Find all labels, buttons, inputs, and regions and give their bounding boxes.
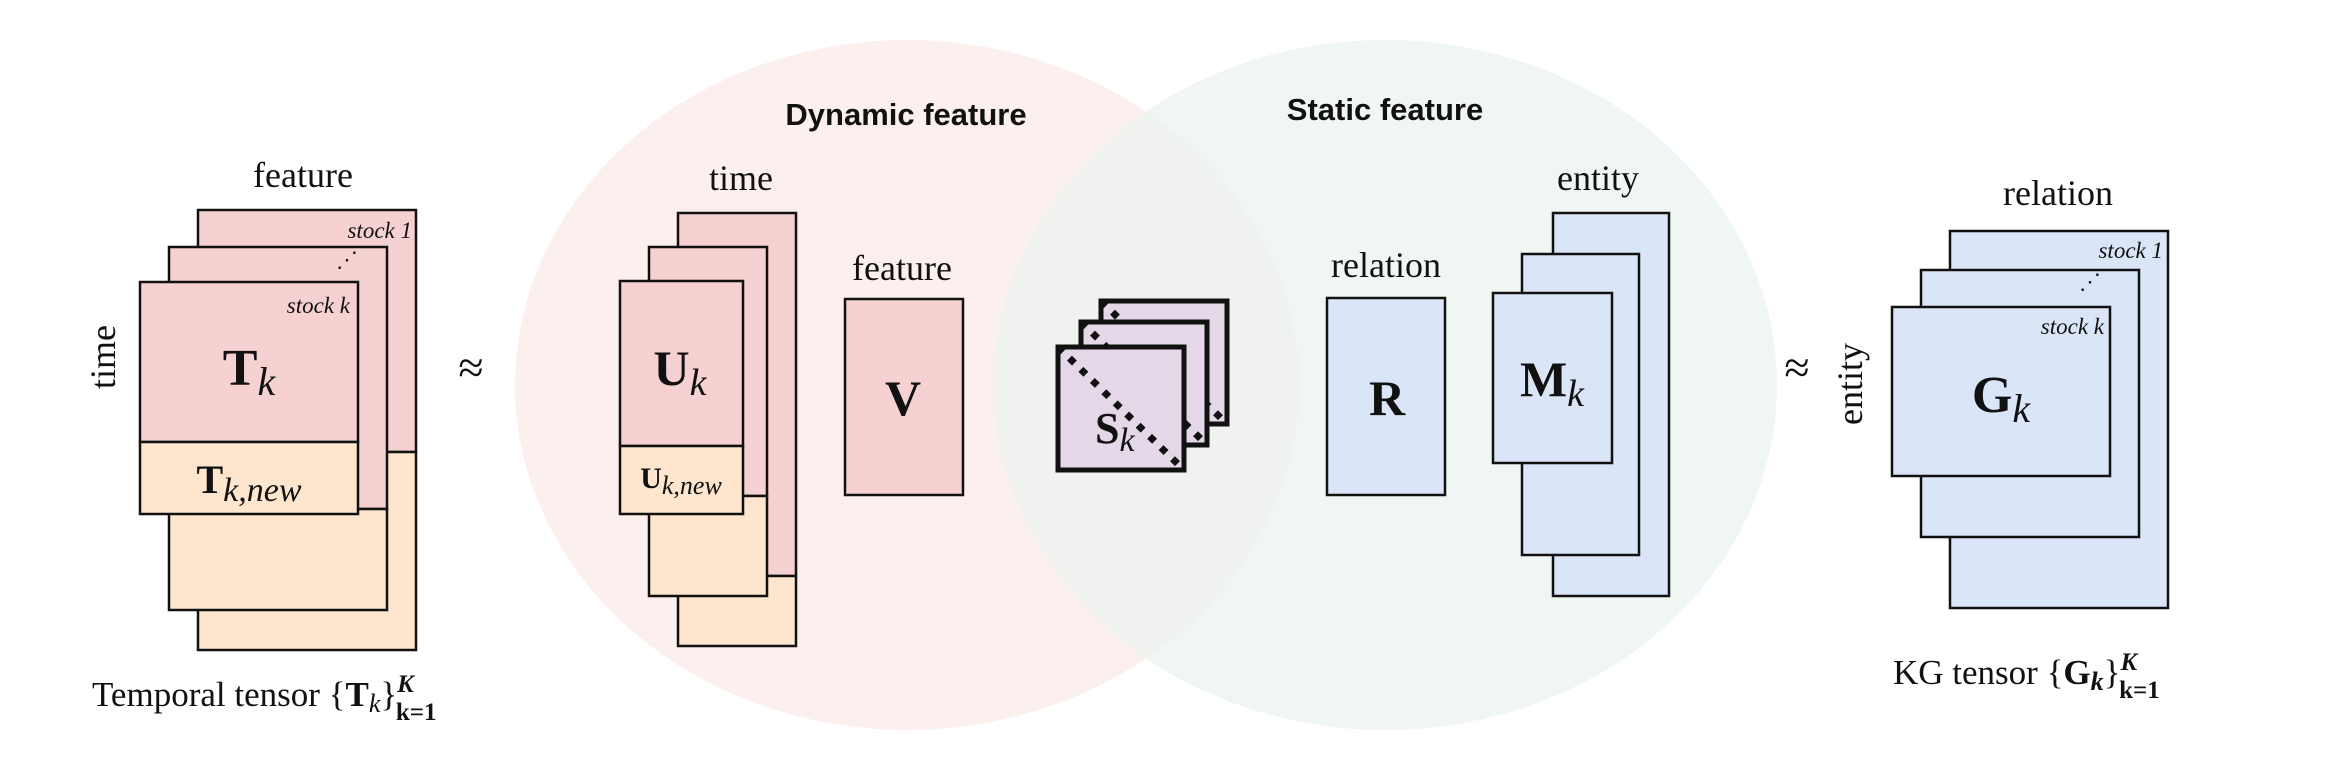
u-matrix-label: Uk [654, 340, 708, 404]
m-tensor: entity Mk [1491, 158, 1671, 598]
m-matrix-label: Mk [1520, 351, 1585, 415]
kg-vertical-ellipsis: ⋰ [2079, 269, 2101, 294]
r-matrix-label: R [1369, 370, 1406, 426]
temporal-axis-feature: feature [253, 155, 353, 195]
approx-sign-left: ≈ [458, 342, 483, 393]
kg-slice-front [1890, 305, 2112, 478]
r-matrix: relation R [1325, 245, 1447, 497]
u-slice-front-new [618, 444, 745, 516]
temporal-slice-front-new [138, 440, 360, 516]
static-feature-label: Static feature [1287, 92, 1483, 127]
s-matrix-label: Sk [1095, 404, 1135, 459]
s-tensor: Sk [1055, 298, 1230, 473]
temporal-vertical-ellipsis: ⋰ [336, 247, 358, 272]
s-front-diagonal [1055, 344, 1187, 473]
m-axis-entity: entity [1557, 158, 1639, 198]
v-matrix-label: V [885, 370, 921, 426]
temporal-matrix-label: Tk [223, 340, 277, 404]
dynamic-feature-label: Dynamic feature [785, 97, 1026, 132]
temporal-stock-1-label: stock 1 [347, 218, 412, 243]
v-matrix-box [843, 297, 965, 497]
kg-tensor: relation entity stock 1 ⋰ stock k Gk KG … [1830, 173, 2170, 704]
approx-sign-right: ≈ [1784, 342, 1809, 393]
temporal-new-label: Tk,new [196, 457, 301, 509]
kg-stock-1-label: stock 1 [2098, 238, 2163, 263]
temporal-slice-middle-new [167, 507, 389, 612]
temporal-slice-front [138, 280, 360, 444]
temporal-tensor: feature time stock 1 ⋰ stock k Tk Tk,new… [83, 155, 437, 726]
u-new-label: Uk,new [640, 462, 722, 500]
temporal-stock-k-label: stock k [287, 293, 351, 318]
temporal-axis-time: time [83, 325, 123, 389]
kg-matrix-label: Gk [1972, 367, 2031, 431]
r-axis-relation: relation [1331, 245, 1441, 285]
v-axis-feature: feature [852, 248, 952, 288]
v-matrix: feature V [843, 248, 965, 497]
r-matrix-box [1325, 296, 1447, 497]
u-tensor: time Uk Uk,new [618, 158, 798, 648]
u-axis-time: time [709, 158, 773, 198]
m-slice-front [1491, 291, 1614, 465]
kg-axis-entity: entity [1830, 343, 1870, 425]
kg-axis-relation: relation [2003, 173, 2113, 213]
kg-stock-k-label: stock k [2041, 314, 2105, 339]
